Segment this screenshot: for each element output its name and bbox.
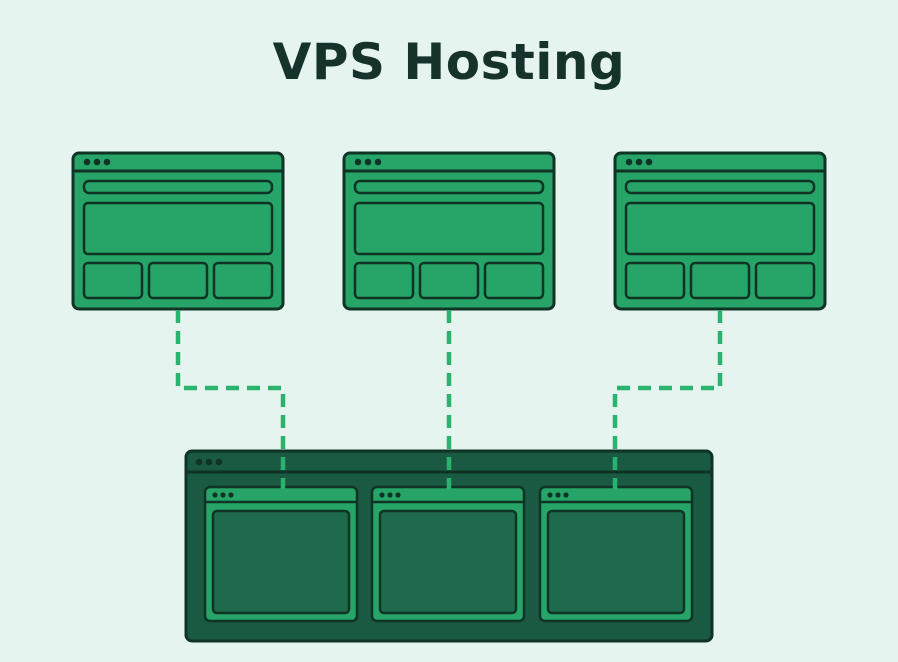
page-title: VPS Hosting: [272, 33, 626, 91]
content-card: [212, 261, 274, 300]
content-card: [689, 261, 751, 300]
vps-server: [184, 449, 714, 643]
window-dot-icon: [625, 158, 633, 166]
instance-screen: [211, 509, 351, 615]
window-dot-icon: [212, 492, 218, 498]
window-dot-icon: [547, 492, 553, 498]
hero-block: [353, 201, 545, 256]
instance-screen: [546, 509, 686, 615]
hero-block: [82, 201, 274, 256]
browser-window-icon: [71, 151, 285, 311]
window-dot-icon: [215, 458, 223, 466]
window-dot-icon: [220, 492, 226, 498]
window-dot-icon: [645, 158, 653, 166]
window-dot-icon: [228, 492, 234, 498]
virtual-instance-1: [203, 485, 359, 623]
address-bar: [353, 179, 545, 195]
client-window-1: [71, 151, 285, 311]
client-windows: [71, 151, 827, 311]
browser-window-icon: [613, 151, 827, 311]
content-card: [754, 261, 816, 300]
address-bar: [624, 179, 816, 195]
instance-screen: [378, 509, 518, 615]
window-dot-icon: [364, 158, 372, 166]
content-card: [624, 261, 686, 300]
window-dot-icon: [103, 158, 111, 166]
window-dot-icon: [93, 158, 101, 166]
client-window-3: [613, 151, 827, 311]
content-card: [147, 261, 209, 300]
window-dot-icon: [379, 492, 385, 498]
window-dot-icon: [205, 458, 213, 466]
content-card: [353, 261, 415, 300]
content-card: [82, 261, 144, 300]
client-window-2: [342, 151, 556, 311]
browser-window-icon: [342, 151, 556, 311]
window-dot-icon: [354, 158, 362, 166]
window-dot-icon: [555, 492, 561, 498]
window-dot-icon: [395, 492, 401, 498]
address-bar: [82, 179, 274, 195]
content-card: [418, 261, 480, 300]
window-dot-icon: [83, 158, 91, 166]
window-dot-icon: [195, 458, 203, 466]
virtual-instance-2: [370, 485, 526, 623]
connectors: [175, 310, 723, 489]
window-dot-icon: [387, 492, 393, 498]
virtual-instance-3: [538, 485, 694, 623]
window-dot-icon: [635, 158, 643, 166]
hero-block: [624, 201, 816, 256]
content-card: [483, 261, 545, 300]
connector-3: [612, 310, 723, 489]
window-dot-icon: [563, 492, 569, 498]
connector-1: [175, 310, 286, 489]
window-dot-icon: [374, 158, 382, 166]
